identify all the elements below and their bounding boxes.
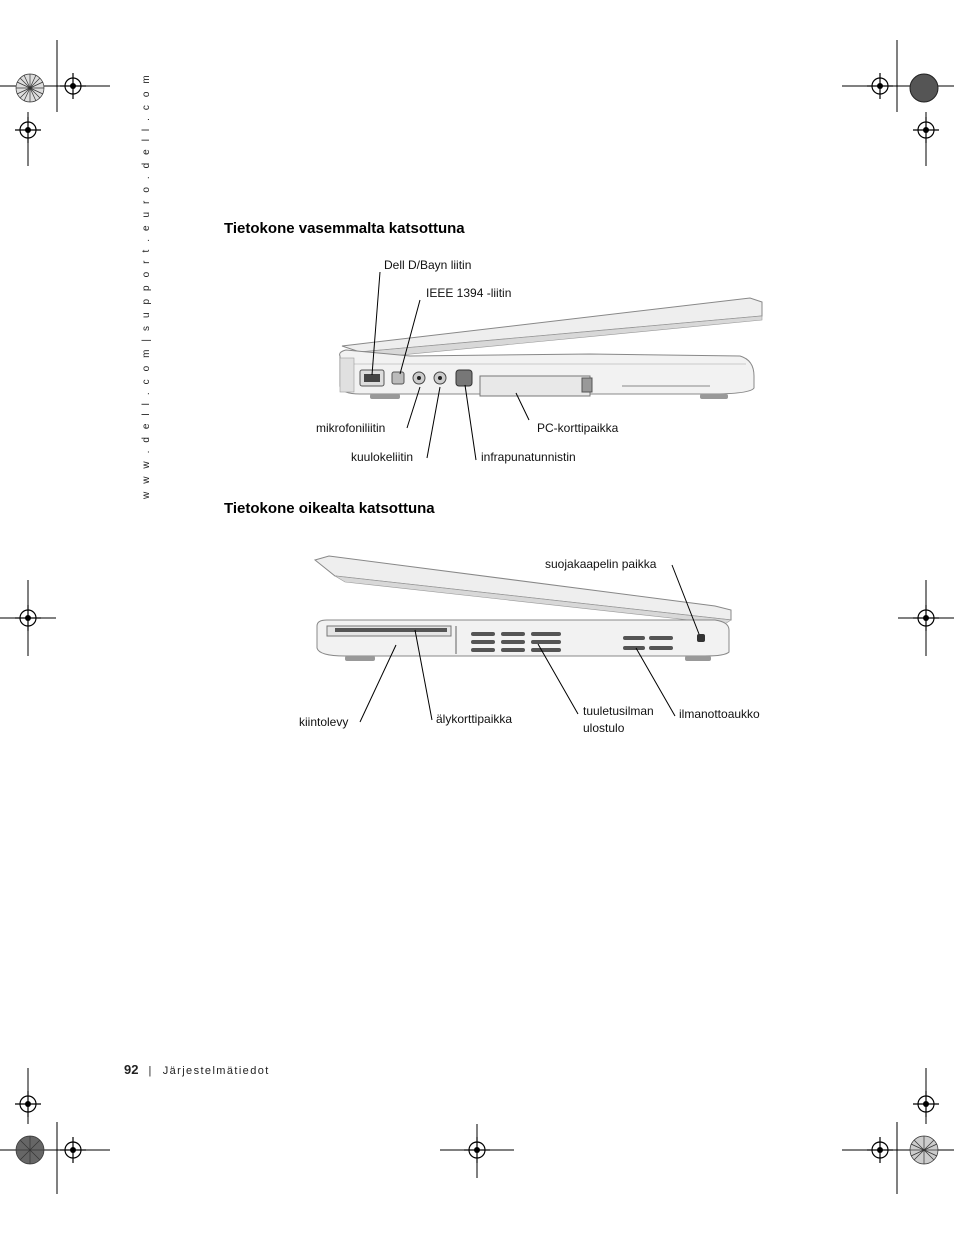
label-ieee1394-connector: IEEE 1394 -liitin xyxy=(426,286,512,300)
laptop-left-side-illustration xyxy=(339,297,763,399)
label-pc-card-slot: PC-korttipaikka xyxy=(537,421,619,435)
label-microphone-connector: mikrofoniliitin xyxy=(316,421,386,435)
label-air-vent-line2: ulostulo xyxy=(583,721,625,735)
page-number: 92 xyxy=(124,1062,139,1077)
section-title-left-view: Tietokone vasemmalta katsottuna xyxy=(224,220,465,237)
label-security-cable-slot: suojakaapelin paikka xyxy=(545,557,657,571)
label-hard-drive: kiintolevy xyxy=(299,715,349,729)
label-headphone-connector: kuulokeliitin xyxy=(351,450,414,464)
footer-separator: | xyxy=(148,1065,153,1077)
label-infrared-sensor: infrapunatunnistin xyxy=(481,450,576,464)
chapter-title: Järjestelmätiedot xyxy=(162,1065,270,1077)
label-smart-card-slot: älykorttipaikka xyxy=(436,712,513,726)
label-air-intake: ilmanottoaukko xyxy=(679,707,760,721)
label-dbay-connector: Dell D/Bayn liitin xyxy=(384,258,472,272)
page-footer: 92 | Järjestelmätiedot xyxy=(124,1062,270,1077)
laptop-right-side-illustration xyxy=(313,555,732,661)
label-air-vent-line1: tuuletusilman xyxy=(583,704,654,718)
section-title-right-view: Tietokone oikealta katsottuna xyxy=(224,500,435,517)
